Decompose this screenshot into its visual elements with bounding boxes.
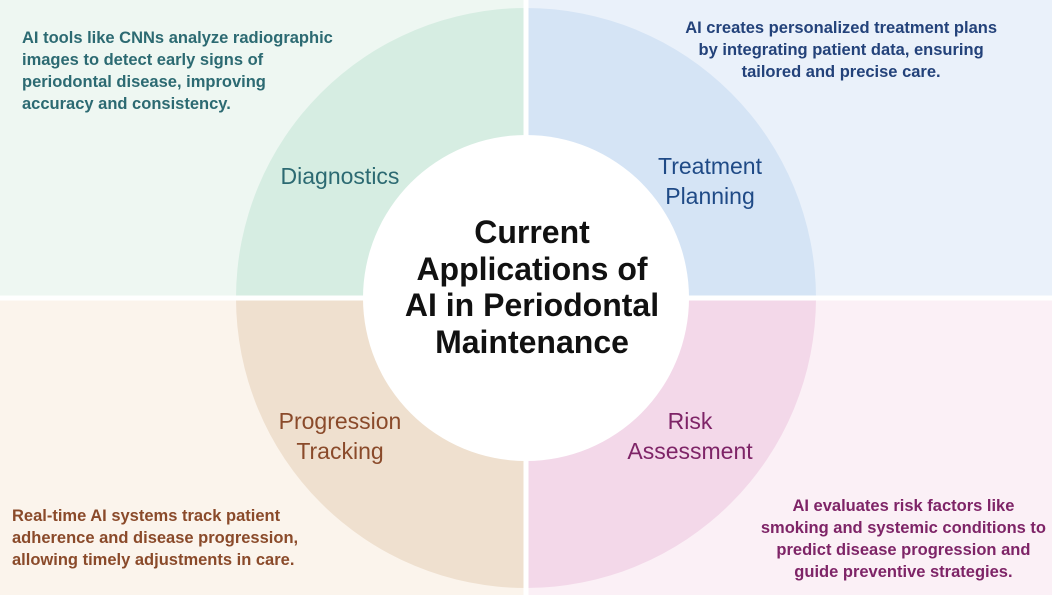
description-line: adherence and disease progression, (12, 529, 299, 547)
progression-tracking-label: Progression Tracking (250, 406, 430, 466)
label-line: Diagnostics (280, 163, 400, 189)
title-line: AI in Periodontal (404, 287, 660, 323)
description-line: predict disease progression and (776, 541, 1031, 559)
description-line: by integrating patient data, ensuring (698, 41, 984, 59)
treatment-planning-description: AI creates personalized treatment plans … (685, 17, 997, 83)
progression-tracking-description: Real-time AI systems track patient adher… (12, 505, 298, 571)
label-line: Tracking (296, 438, 384, 464)
diagnostics-label: Diagnostics (250, 161, 430, 191)
description-line: AI creates personalized treatment plans (685, 19, 997, 37)
description-line: accuracy and consistency. (22, 95, 231, 113)
label-line: Planning (665, 183, 755, 209)
label-line: Assessment (627, 438, 753, 464)
description-line: allowing timely adjustments in care. (12, 551, 295, 569)
description-line: guide preventive strategies. (794, 563, 1013, 581)
risk-assessment-label: Risk Assessment (600, 406, 780, 466)
description-line: AI tools like CNNs analyze radiographic (22, 29, 333, 47)
label-line: Treatment (658, 153, 762, 179)
center-circle (363, 135, 689, 461)
title-line: Applications of (416, 250, 648, 287)
description-line: AI evaluates risk factors like (792, 497, 1015, 515)
description-line: images to detect early signs of (22, 51, 264, 69)
description-line: smoking and systemic conditions to (760, 519, 1046, 537)
description-line: tailored and precise care. (741, 63, 941, 81)
risk-assessment-description: AI evaluates risk factors like smoking a… (761, 495, 1046, 583)
treatment-planning-label: Treatment Planning (620, 151, 800, 211)
title-line: Maintenance (435, 323, 629, 360)
description-line: Real-time AI systems track patient (12, 507, 281, 525)
diagnostics-description: AI tools like CNNs analyze radiographic … (22, 27, 333, 115)
title-line: Current (474, 214, 590, 250)
label-line: Risk (667, 408, 713, 434)
center-title: Current Applications of AI in Periodonta… (386, 214, 678, 360)
description-line: periodontal disease, improving (22, 73, 266, 91)
label-line: Progression (278, 408, 402, 434)
